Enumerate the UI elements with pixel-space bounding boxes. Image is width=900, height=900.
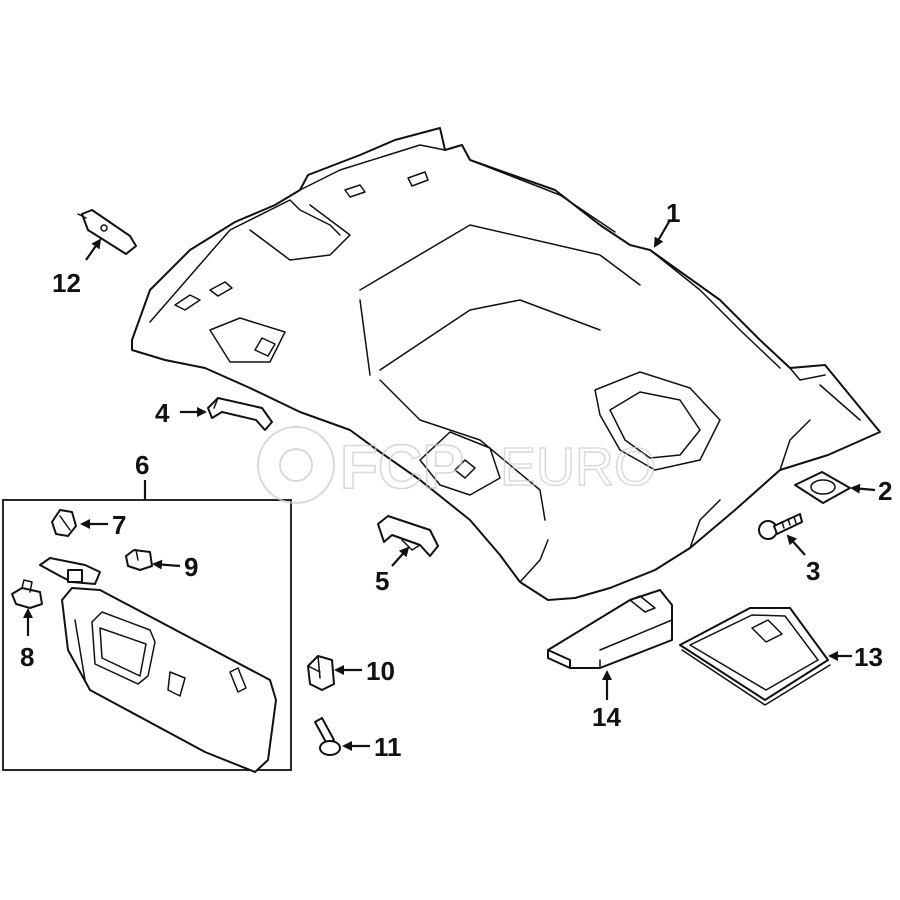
callout-8: 8 (20, 642, 34, 672)
callout-labels: 1 2 3 4 5 6 7 8 9 10 11 12 13 14 (20, 198, 892, 762)
bulb-part-12 (77, 209, 137, 255)
callout-1: 1 (666, 198, 680, 228)
callout-13: 13 (854, 642, 883, 672)
arrow-12 (85, 238, 102, 261)
clip-part-10 (307, 655, 335, 691)
callout-4: 4 (155, 398, 170, 428)
watermark-logo-icon (257, 426, 335, 504)
lamp-lens-part-13 (679, 607, 831, 706)
watermark: FCP EURO (257, 426, 657, 504)
arrow-1 (654, 219, 671, 248)
arrow-3 (786, 534, 806, 556)
callout-9: 9 (184, 552, 198, 582)
watermark-brand-2: EURO (500, 437, 656, 497)
callout-6: 6 (135, 450, 149, 480)
callout-11: 11 (374, 732, 402, 762)
grab-handle-part-4 (207, 397, 273, 431)
arrow-9 (152, 559, 181, 570)
arrow-2 (850, 483, 876, 494)
pad-part (794, 471, 851, 504)
arrow-5 (391, 546, 410, 567)
visor-pivot-part (39, 557, 101, 585)
clip-part-9 (125, 549, 153, 571)
grab-handle-part-5 (377, 515, 439, 557)
sun-visor-part (61, 587, 277, 773)
clip-part-8 (11, 579, 43, 609)
callout-arrows (23, 219, 876, 751)
sun-visor-group-box (2, 480, 292, 771)
callout-14: 14 (592, 702, 621, 732)
callout-2: 2 (878, 476, 892, 506)
watermark-brand-1: FCP (340, 433, 464, 502)
bolt-part-11 (314, 717, 341, 756)
screw-part (758, 513, 803, 540)
headliner-part (131, 127, 881, 601)
callout-12: 12 (52, 268, 81, 298)
callout-5: 5 (375, 566, 389, 596)
console-part-14 (547, 589, 673, 669)
clip-part-7 (51, 509, 77, 537)
callout-10: 10 (366, 656, 395, 686)
callout-7: 7 (112, 510, 126, 540)
callout-3: 3 (806, 556, 820, 586)
